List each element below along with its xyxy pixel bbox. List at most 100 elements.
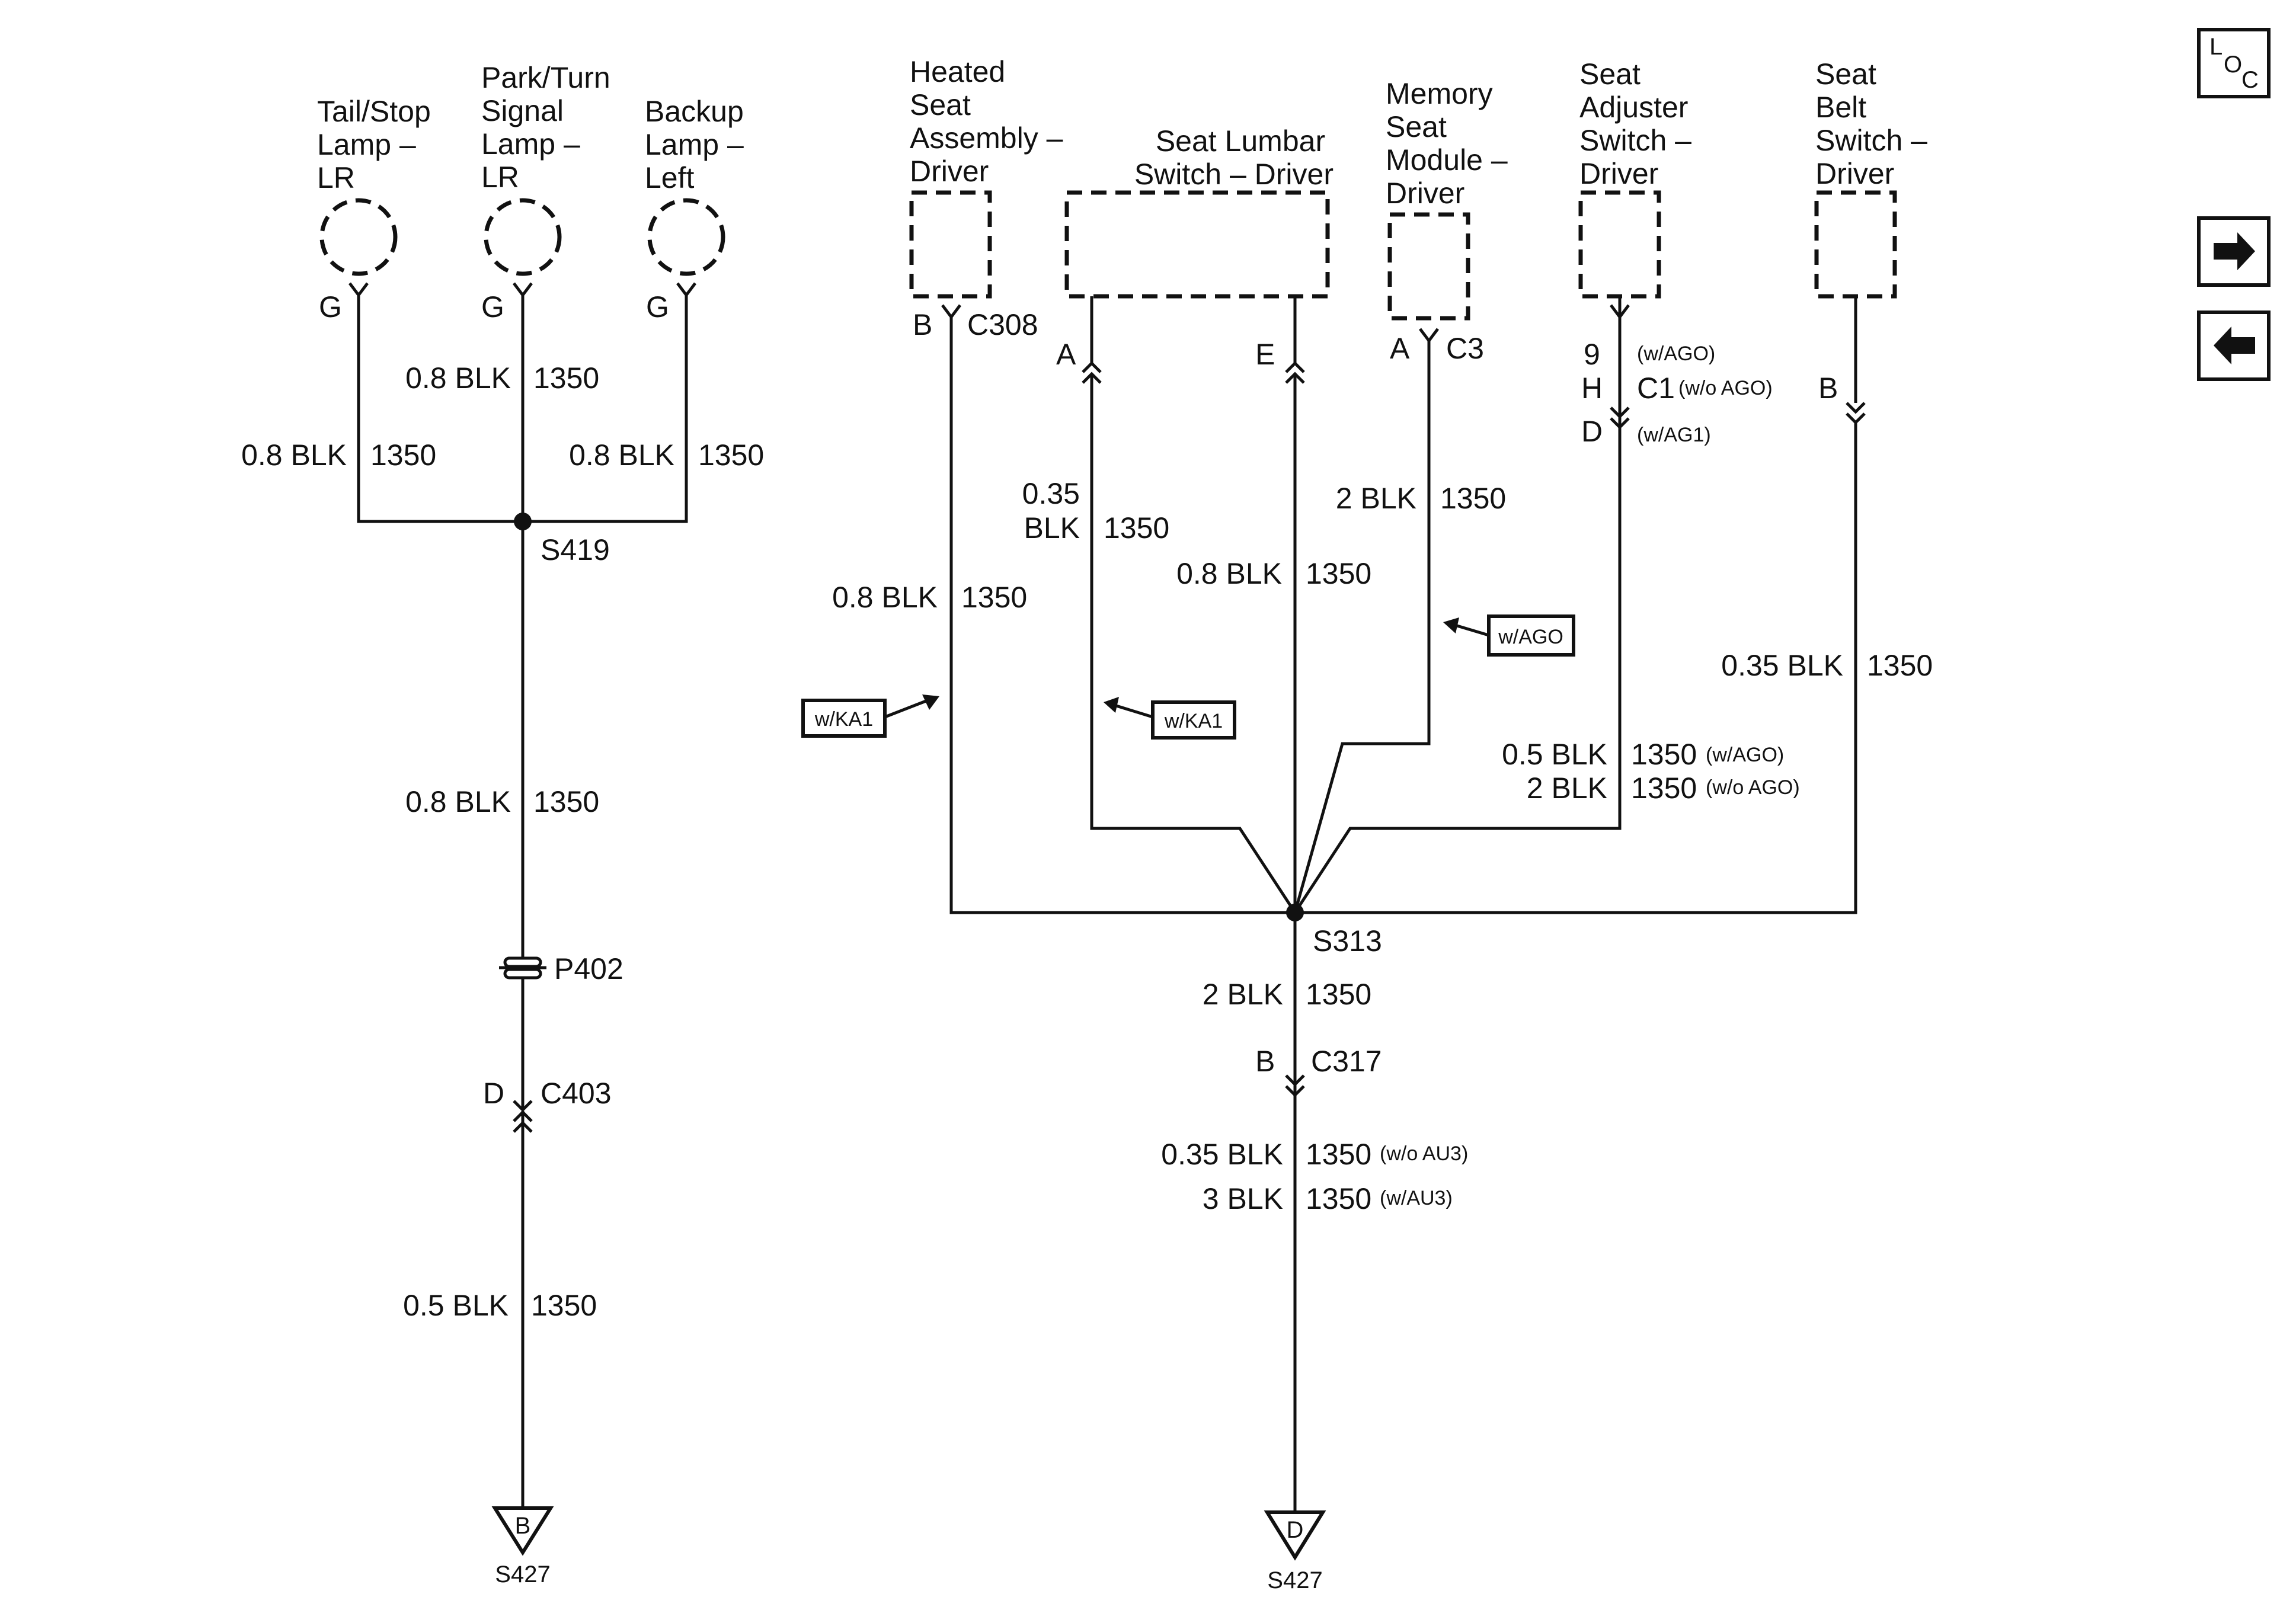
wire-circuit-label: 1350 <box>1631 772 1697 805</box>
tail-stop-lamp <box>319 198 398 276</box>
seat-belt-label: Seat Belt Switch – Driver <box>1815 57 1936 190</box>
wire-gauge-label: 2 BLK <box>1336 482 1416 515</box>
terminal-mark <box>1285 361 1305 373</box>
wire-circuit-label: 1350 <box>961 581 1027 614</box>
terminal-mark <box>676 282 696 298</box>
option-box-ka1-right: w/KA1 <box>1104 697 1236 740</box>
splice-label: S419 <box>541 533 610 566</box>
terminal-mark <box>513 1100 533 1112</box>
wire-gauge-label: 0.5 BLK <box>403 1289 509 1322</box>
pin-label: 9 <box>1584 338 1600 371</box>
svg-text:w/AGO: w/AGO <box>1498 626 1563 648</box>
wire-circuit-label: 1350 <box>370 438 436 472</box>
option-note: (w/AG1) <box>1637 424 1711 446</box>
wire-circuit-label: 1350 <box>1306 1138 1371 1171</box>
splice-s313 <box>1286 904 1304 921</box>
ground-label: S427 <box>495 1561 550 1587</box>
connector-label: C3 <box>1446 332 1484 365</box>
option-note: (w/AGO) <box>1637 343 1715 365</box>
wire-gauge-label: 2 BLK <box>1527 772 1607 805</box>
option-note: (w/o AGO) <box>1678 377 1773 399</box>
tail-stop-lamp-label: Tail/Stop Lamp – LR <box>317 95 439 194</box>
wire-gauge-label: 0.8 BLK <box>569 438 674 472</box>
pin-label: A <box>1056 338 1076 371</box>
wire-circuit-label: 1350 <box>1104 511 1169 545</box>
wire <box>1090 374 1297 914</box>
wire-circuit-label: 1350 <box>1306 557 1371 590</box>
wire-gauge-label: 0.8 BLK <box>832 581 938 614</box>
pin-label: E <box>1255 338 1275 371</box>
memory-seat-label: Memory Seat Module – Driver <box>1386 77 1516 210</box>
option-box-ago: w/AGO <box>1443 614 1575 657</box>
wire <box>949 317 1857 914</box>
seat-belt-box <box>1814 190 1897 299</box>
pin-label: D <box>1581 415 1603 448</box>
connector-label: C317 <box>1311 1045 1382 1078</box>
forward-button[interactable] <box>2197 216 2271 287</box>
terminal-mark <box>513 1121 533 1133</box>
wire-circuit-label: 1350 <box>1440 482 1506 515</box>
wire <box>1293 296 1622 914</box>
terminal-mark <box>1419 328 1439 344</box>
wire-circuit-label: 1350 <box>533 361 599 395</box>
terminal-mark <box>1285 1074 1305 1087</box>
pin-label: D <box>483 1077 504 1110</box>
memory-seat-box <box>1387 212 1470 321</box>
wire <box>1293 341 1431 913</box>
ground-letter: B <box>515 1513 531 1539</box>
terminal-mark <box>513 282 533 298</box>
connector-label: C403 <box>541 1077 612 1110</box>
wire-circuit-label: 1350 <box>1631 738 1697 771</box>
connector-label: C1 <box>1637 372 1675 405</box>
svg-text:w/KA1: w/KA1 <box>1164 710 1223 732</box>
seat-lumbar-box <box>1064 190 1330 299</box>
ground-letter: D <box>1287 1517 1304 1543</box>
park-turn-lamp <box>484 198 562 276</box>
pin-label: A <box>1390 332 1410 365</box>
right-arrow-icon <box>2214 232 2255 270</box>
ground-symbol <box>491 1506 554 1556</box>
wire-gauge-label: 0.35 BLK <box>1161 1138 1283 1171</box>
splice-label: S313 <box>1313 924 1382 958</box>
terminal-mark <box>513 1110 533 1122</box>
wire-gauge-label: 0.8 BLK <box>405 361 511 395</box>
loc-button[interactable]: L O C <box>2197 28 2271 98</box>
seat-lumbar-label: Seat Lumbar Switch – Driver <box>1134 124 1334 191</box>
splice-s419 <box>514 513 532 530</box>
pin-label: B <box>1255 1045 1275 1078</box>
back-button[interactable] <box>2197 311 2271 381</box>
terminal-mark <box>348 282 369 298</box>
option-box-ka1-left: w/KA1 <box>801 694 939 738</box>
left-arrow-icon <box>2214 327 2255 364</box>
seat-adjuster-box <box>1578 190 1661 299</box>
option-note: (w/o AU3) <box>1380 1142 1468 1165</box>
wire-circuit-label: 1350 <box>1867 649 1933 682</box>
terminal-mark <box>1082 361 1102 373</box>
pin-label: B <box>913 308 932 341</box>
wire-gauge-label: 0.8 BLK <box>405 785 511 818</box>
pin-label: G <box>646 290 669 324</box>
seat-adjuster-label: Seat Adjuster Switch – Driver <box>1579 57 1700 190</box>
wire-gauge-label: 0.8 BLK <box>1176 557 1282 590</box>
wire-gauge-label: 0.35 BLK <box>1721 649 1843 682</box>
wire-gauge-label: 2 BLK <box>1203 978 1283 1011</box>
wire-gauge-label: 0.5 BLK <box>1502 738 1607 771</box>
pin-label: B <box>1818 372 1838 405</box>
wire-circuit-label: 1350 <box>1306 1182 1371 1215</box>
svg-text:L: L <box>2209 34 2223 60</box>
heated-seat-label: Heated Seat Assembly – Driver <box>910 55 1071 188</box>
lamp-ground-circuit: Tail/Stop Lamp – LR Park/Turn Signal Lam… <box>241 61 764 1587</box>
wire-gauge-label: BLK <box>1024 511 1080 545</box>
p402-connector <box>499 956 546 980</box>
pin-label: H <box>1581 372 1603 405</box>
option-note: (w/o AGO) <box>1706 776 1800 799</box>
svg-text:C: C <box>2241 67 2259 93</box>
terminal-mark <box>941 304 961 320</box>
wire-circuit-label: 1350 <box>531 1289 597 1322</box>
wire-gauge-label: 0.35 <box>1022 477 1080 510</box>
seat-ground-circuit: Heated Seat Assembly – Driver Seat Lumba… <box>801 55 1936 1593</box>
ground-symbol <box>1264 1510 1326 1561</box>
svg-text:O: O <box>2224 52 2242 78</box>
terminal-mark <box>1846 412 1866 425</box>
